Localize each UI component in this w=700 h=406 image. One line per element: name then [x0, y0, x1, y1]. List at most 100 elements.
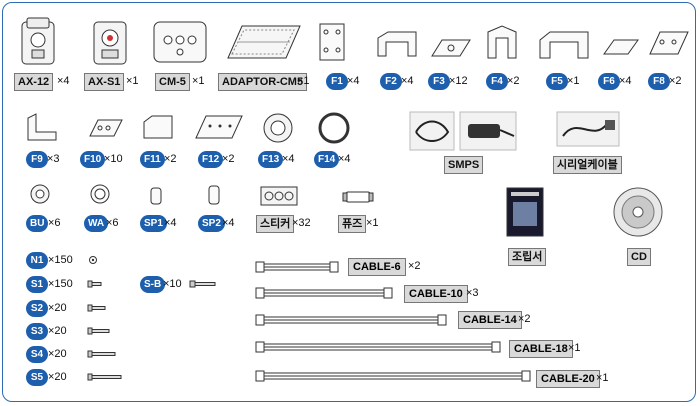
sticker-qty: ×32 [292, 217, 311, 229]
screw-sb-icon [189, 280, 216, 288]
cable-10-label: CABLE-10 [404, 285, 468, 303]
f4-frame-icon [487, 25, 517, 59]
f12-badge: F12 [198, 151, 224, 168]
f13-wheel-icon [263, 113, 293, 143]
s2-qty: ×20 [48, 302, 67, 314]
screw-s4-icon [87, 350, 116, 358]
f10-badge: F10 [80, 151, 106, 168]
smps-label: SMPS [444, 156, 484, 174]
s1-qty: ×150 [48, 278, 73, 290]
f4-qty: ×2 [507, 75, 520, 87]
f11-badge: F11 [140, 151, 165, 168]
s2-badge: S2 [26, 300, 48, 317]
f14-badge: F14 [314, 151, 340, 168]
wa-qty: ×6 [106, 217, 119, 229]
f5-qty: ×1 [567, 75, 580, 87]
f8-badge: F8 [648, 73, 670, 90]
cm5-controller-icon [153, 21, 207, 63]
f3-badge: F3 [428, 73, 450, 90]
f1-qty: ×4 [347, 75, 360, 87]
f9-badge: F9 [26, 151, 48, 168]
s3-badge: S3 [26, 323, 48, 340]
cable-10-qty: ×3 [466, 287, 479, 299]
f5-frame-icon [539, 31, 589, 59]
bu-qty: ×6 [48, 217, 61, 229]
axs1-sensor-icon [93, 21, 127, 65]
f13-qty: ×4 [282, 153, 295, 165]
f5-badge: F5 [546, 73, 568, 90]
cable-6-icon [255, 261, 339, 273]
s4-badge: S4 [26, 346, 48, 363]
f3-qty: ×12 [449, 75, 468, 87]
cable-18-qty: ×1 [568, 342, 581, 354]
cd-disc-icon [613, 187, 663, 237]
s5-badge: S5 [26, 369, 48, 386]
s5-qty: ×20 [48, 371, 67, 383]
screw-s2-icon [87, 304, 106, 312]
fuse-qty: ×1 [366, 217, 379, 229]
manual-booklet-icon [506, 187, 544, 237]
adaptor-label: ADAPTOR-CM5 [218, 73, 308, 91]
fuse-icon [342, 191, 374, 203]
screw-s1-icon [87, 280, 102, 288]
wa-badge: WA [84, 215, 109, 232]
screw-s5-icon [87, 373, 122, 381]
spacer1-icon [150, 187, 162, 205]
sp2-badge: SP2 [198, 215, 225, 232]
adaptor-cm5-icon [227, 25, 301, 59]
sp1-qty: ×4 [164, 217, 177, 229]
adaptor-qty: ×1 [297, 75, 310, 87]
sticker-label: 스티커 [256, 215, 295, 233]
f2-frame-icon [377, 31, 417, 57]
f8-qty: ×2 [669, 75, 682, 87]
axs1-qty: ×1 [126, 75, 139, 87]
cable-14-label: CABLE-14 [458, 311, 522, 329]
cable-6-qty: ×2 [408, 260, 421, 272]
manual-label: 조립서 [508, 248, 547, 266]
f12-frame-icon [195, 115, 243, 139]
f1-badge: F1 [326, 73, 348, 90]
ax12-qty: ×4 [57, 75, 70, 87]
cm5-qty: ×1 [192, 75, 205, 87]
cable-20-label: CABLE-20 [536, 370, 600, 388]
cable-20-qty: ×1 [596, 372, 609, 384]
cd-label: CD [627, 248, 651, 266]
bushing-icon [30, 184, 50, 204]
sb-qty: ×10 [163, 278, 182, 290]
f10-frame-icon [89, 119, 123, 137]
s4-qty: ×20 [48, 348, 67, 360]
f2-qty: ×4 [401, 75, 414, 87]
f4-badge: F4 [486, 73, 508, 90]
ax12-servo-icon [21, 17, 55, 65]
f13-badge: F13 [258, 151, 284, 168]
sp1-badge: SP1 [140, 215, 167, 232]
cable-14-qty: ×2 [518, 313, 531, 325]
f6-badge: F6 [598, 73, 620, 90]
bu-badge: BU [26, 215, 49, 232]
fuse-label: 퓨즈 [338, 215, 367, 233]
f9-frame-icon [27, 113, 57, 141]
nut-icon [89, 256, 97, 264]
axs1-label: AX-S1 [84, 73, 125, 91]
serial-cable-label: 시리얼케이블 [553, 156, 622, 174]
f12-qty: ×2 [222, 153, 235, 165]
cable-18-label: CABLE-18 [509, 340, 573, 358]
f3-frame-icon [431, 39, 471, 57]
s1-badge: S1 [26, 276, 48, 293]
cable-14-icon [255, 314, 447, 326]
f9-qty: ×3 [47, 153, 60, 165]
serial-cable-icon [556, 111, 620, 147]
f14-ring-icon [318, 112, 350, 144]
n1-badge: N1 [26, 252, 48, 269]
f10-qty: ×10 [104, 153, 123, 165]
spacer2-icon [208, 185, 220, 205]
cm5-label: CM-5 [155, 73, 190, 91]
s3-qty: ×20 [48, 325, 67, 337]
smps-power-supply-icon [409, 111, 517, 151]
f1-frame-icon [319, 23, 345, 61]
sp2-qty: ×4 [222, 217, 235, 229]
f6-qty: ×4 [619, 75, 632, 87]
sb-badge: S-B [140, 276, 166, 293]
f11-frame-icon [143, 115, 173, 139]
cable-10-icon [255, 287, 393, 299]
